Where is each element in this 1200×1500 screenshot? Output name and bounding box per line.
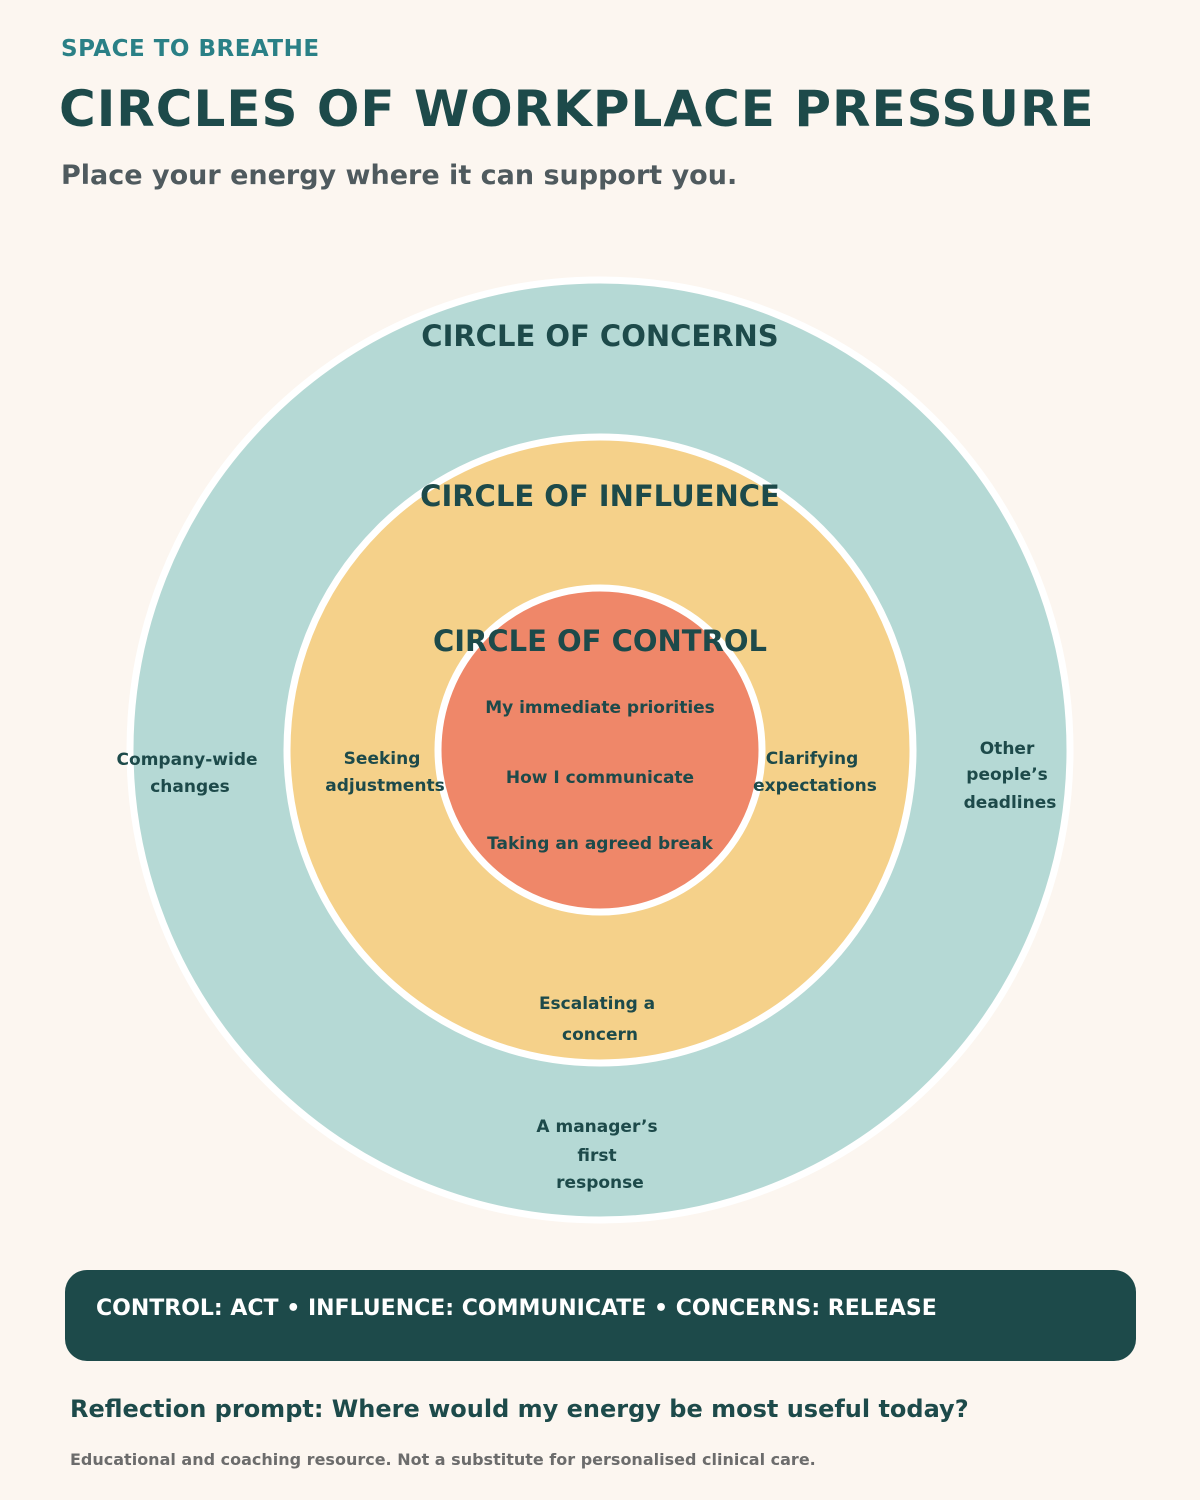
influence-item: Escalating a concern [539, 994, 661, 1045]
control-title: CIRCLE OF CONTROL [433, 624, 767, 658]
concerns-item: A manager’s first response [536, 1117, 663, 1193]
influence-item: Seeking adjustments [325, 749, 444, 796]
control-item: My immediate priorities [485, 698, 715, 718]
circle-of-control [434, 584, 766, 916]
summary-banner: CONTROL: ACT • INFLUENCE: COMMUNICATE • … [65, 1270, 1136, 1361]
control-item: Taking an agreed break [487, 834, 713, 854]
influence-title: CIRCLE OF INFLUENCE [420, 479, 780, 513]
concerns-title: CIRCLE OF CONCERNS [421, 319, 778, 353]
page-title: CIRCLES OF WORKPLACE PRESSURE [59, 80, 1095, 138]
reflection-prompt: Reflection prompt: Where would my energy… [70, 1395, 969, 1423]
concerns-item: Company-wide changes [117, 750, 264, 797]
influence-item: Clarifying expectations [753, 749, 877, 796]
kicker-label: SPACE TO BREATHE [61, 36, 320, 62]
concentric-circles-diagram: CIRCLE OF CONCERNS CIRCLE OF INFLUENCE C… [117, 276, 1074, 1224]
concerns-item: Other people’s deadlines [964, 739, 1057, 813]
control-item: How I communicate [506, 768, 694, 788]
page-subtitle: Place your energy where it can support y… [61, 160, 738, 191]
disclaimer: Educational and coaching resource. Not a… [70, 1450, 816, 1469]
